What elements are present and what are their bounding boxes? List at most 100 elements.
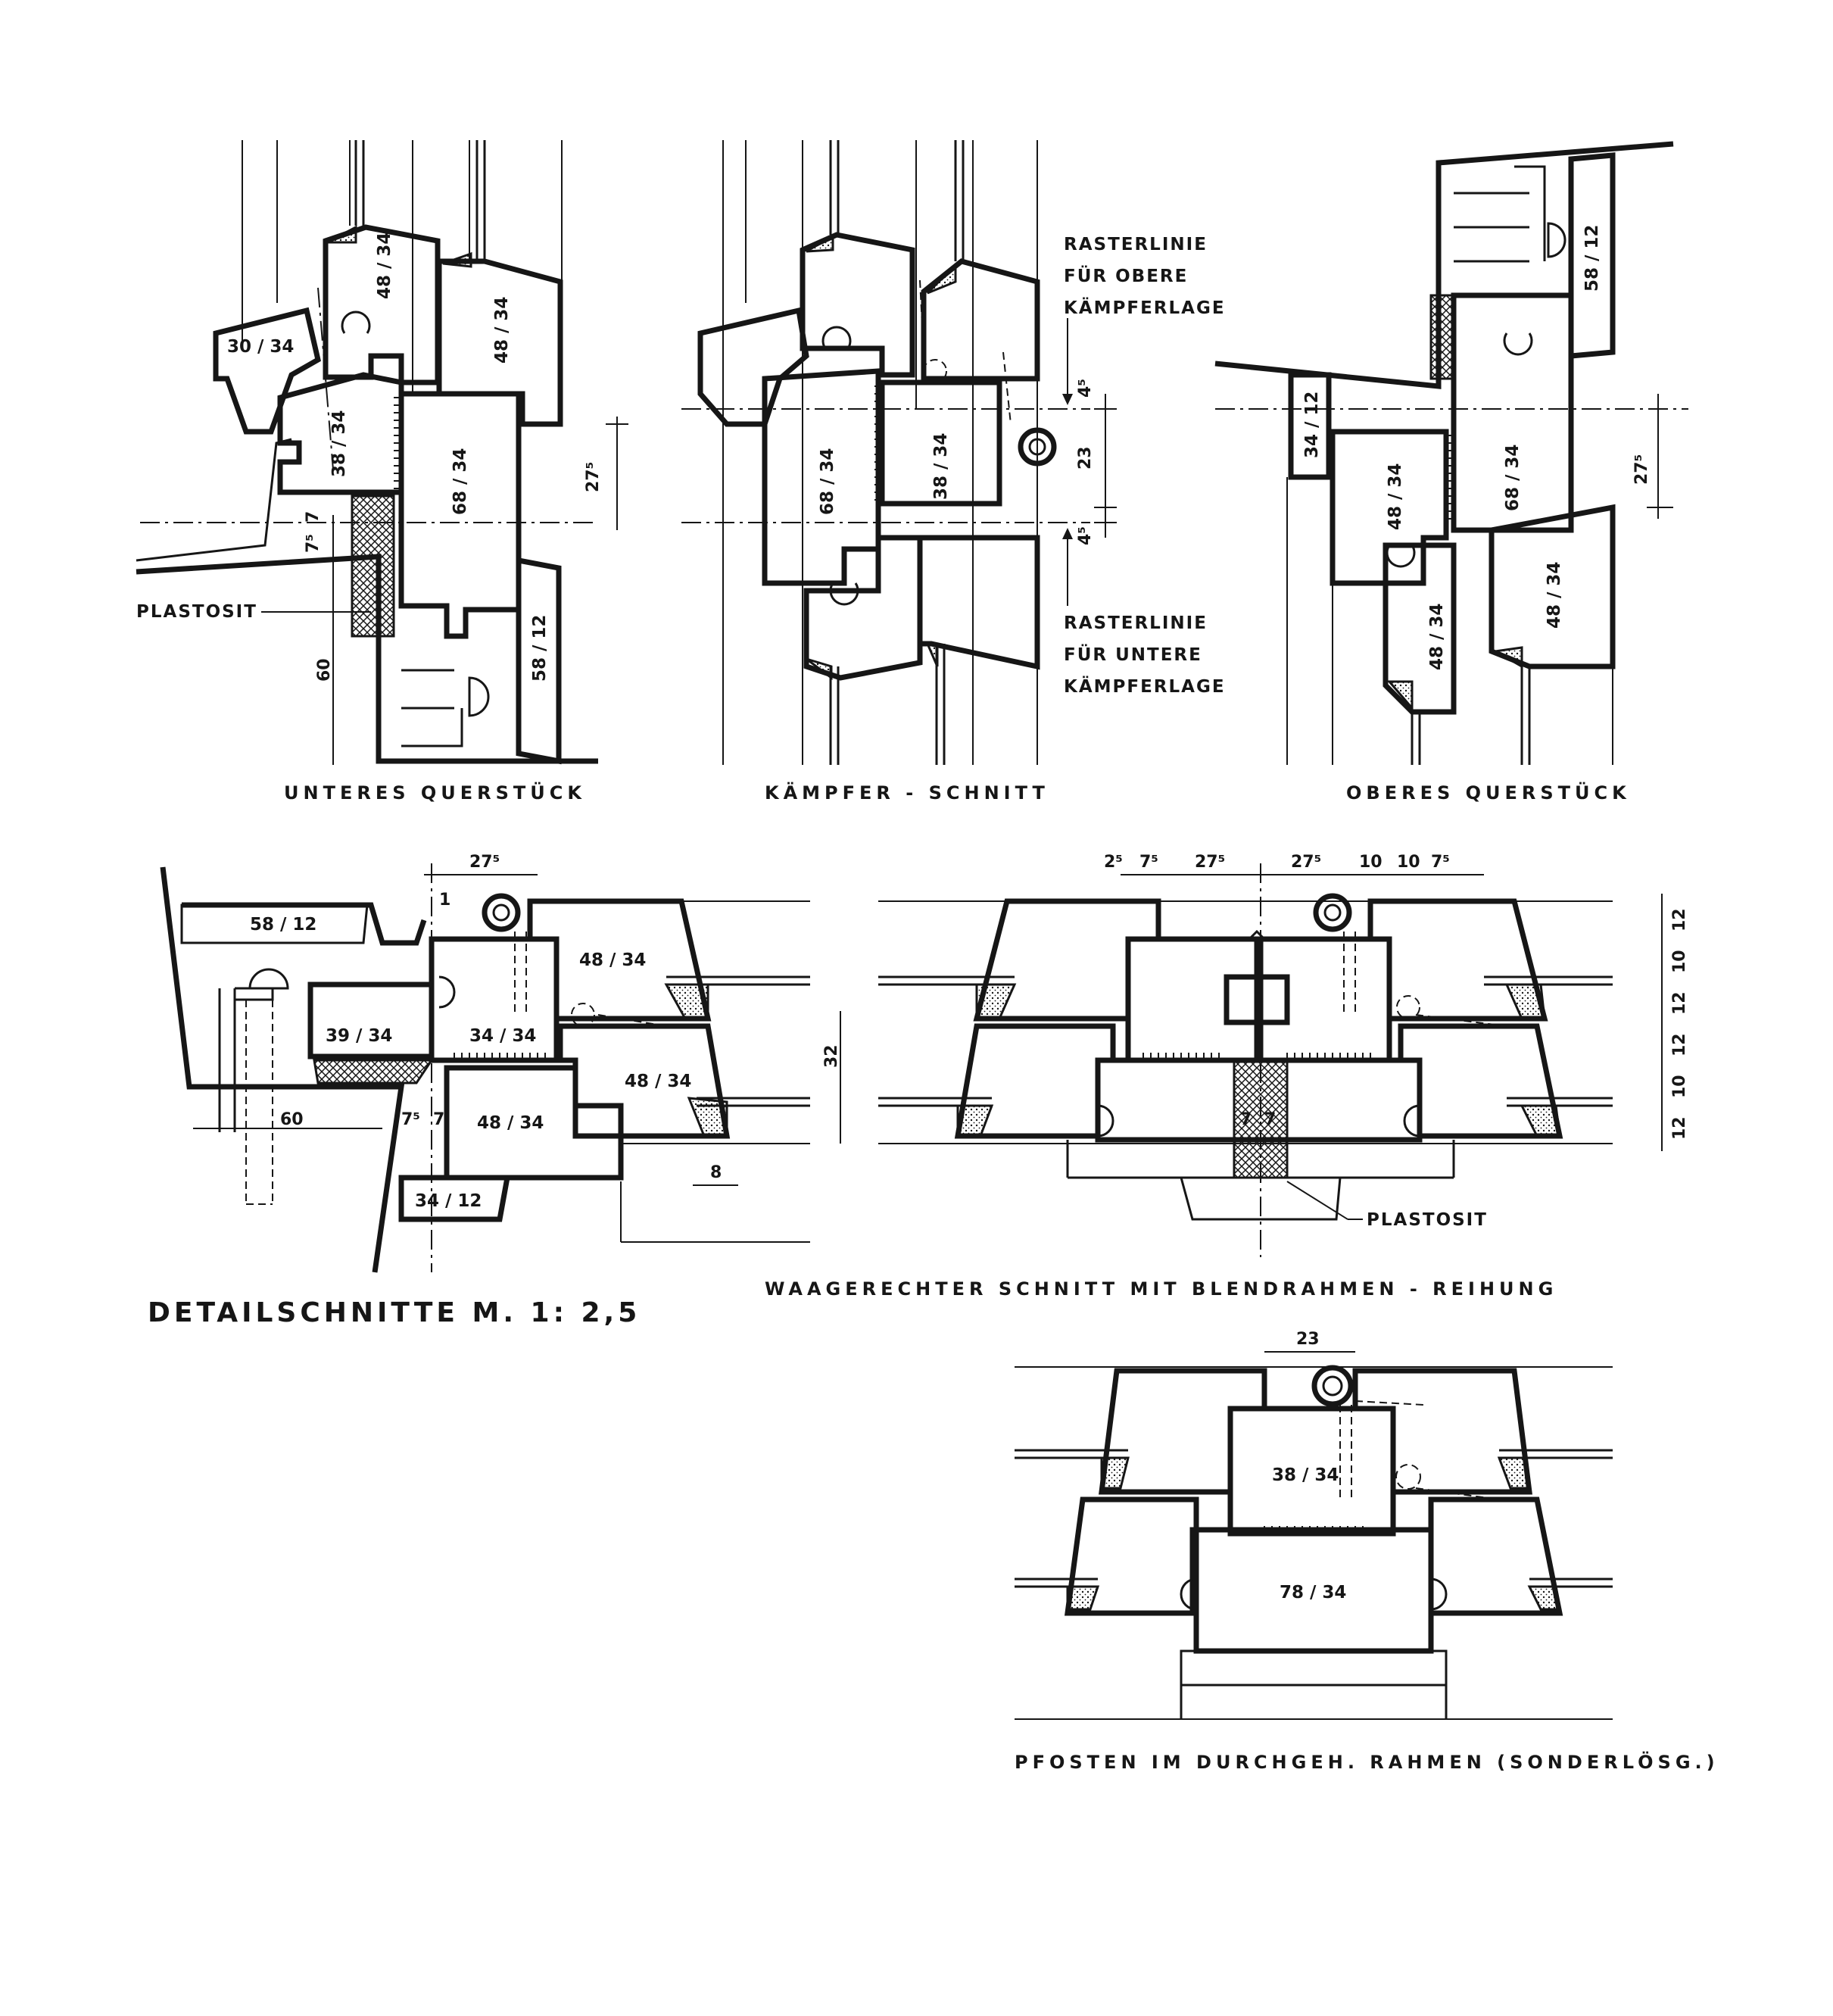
profile-68-34-o: [1451, 292, 1574, 533]
profile-68-34: [398, 391, 522, 639]
label-34-34: 34 / 34: [469, 1026, 536, 1046]
pfosten-sash-right-b: [1428, 1496, 1563, 1616]
dim-27-5: 27⁵: [584, 462, 603, 492]
profile-lower-sash: [803, 535, 923, 681]
dims-unteres: 27⁵ 7⁵ 7 60: [304, 417, 628, 765]
section-pfosten: 23 38 / 34 78 / 34 PFOSTEN IM DURCHGEH. …: [1015, 1330, 1719, 1773]
section-kaempfer-schnitt: 4⁵ 23 4⁵ 68 / 34 38 / 34 RASTERLINIE FÜR…: [681, 140, 1226, 804]
dim-right-4: 10: [1670, 1075, 1689, 1098]
profile-lower-frame: [376, 606, 598, 764]
profile-30-34: [213, 307, 321, 435]
label-48-34-o-c: 48 / 34: [1545, 562, 1564, 629]
dims-seitlich: 27⁵ 1 60 7⁵ 7 32 8: [193, 853, 841, 1186]
groove-a: [341, 311, 371, 334]
dims-waagerecht-top: 2⁵ 7⁵ 27⁵ 27⁵ 10 10 7⁵: [1104, 853, 1484, 875]
dim-7: 7: [304, 511, 323, 523]
label-rasterlinie-oben: RASTERLINIE: [1064, 235, 1208, 254]
dim-mid-1: 7: [1264, 1110, 1276, 1129]
label-rasterlinie-unten: RASTERLINIE: [1064, 613, 1208, 633]
pfosten-sash-left-b: [1065, 1496, 1199, 1616]
dim-60-s: 60: [280, 1110, 304, 1129]
label-plastosit-w: PLASTOSIT: [1367, 1210, 1488, 1230]
section-waagerecht: 2⁵ 7⁵ 27⁵ 27⁵ 10 10 7⁵ 12 10 12 12 10 12…: [765, 853, 1689, 1300]
waag-sash-right-a: [1367, 898, 1548, 1022]
page-title: DETAILSCHNITTE M. 1: 2,5: [148, 1297, 641, 1328]
dim-right-5: 12: [1670, 1116, 1689, 1140]
glazing-bead-b: [442, 251, 472, 268]
waag-frame-right: [1258, 936, 1392, 1063]
profile-38-34: [277, 372, 404, 495]
dim-mid-0: 7: [1240, 1110, 1252, 1129]
waag-lower-frame: [1095, 1057, 1423, 1143]
label-38-34: 38 / 34: [329, 410, 349, 477]
label-58-12-s: 58 / 12: [250, 915, 316, 935]
dim-23: 23: [1076, 446, 1095, 470]
dim-top-5: 10: [1397, 853, 1420, 872]
caption-waagerecht: WAAGERECHTER SCHNITT MIT BLENDRAHMEN - R…: [765, 1278, 1557, 1300]
label-48-34-s-c: 48 / 34: [477, 1113, 544, 1133]
waag-frame-left: [1125, 936, 1260, 1063]
dim-right-2: 12: [1670, 991, 1689, 1015]
dim-top-4: 10: [1359, 853, 1383, 872]
label-68-34-o: 68 / 34: [1503, 445, 1523, 511]
dim-top-1: 7⁵: [1139, 853, 1158, 872]
caption-pfosten: PFOSTEN IM DURCHGEH. RAHMEN (SONDERLÖSG.…: [1015, 1750, 1719, 1773]
label-78-34-p: 78 / 34: [1280, 1583, 1346, 1603]
dim-32-s: 32: [822, 1044, 841, 1068]
dim-27-5-s: 27⁵: [469, 853, 500, 872]
screw-anchor-o: [1454, 165, 1546, 263]
dim-27-5-o: 27⁵: [1632, 454, 1651, 485]
profile-48-34-o-c: [1489, 504, 1616, 669]
dims-kaempfer: 4⁵ 23 4⁵: [1062, 318, 1117, 606]
profile-upper-sash: [800, 232, 915, 378]
label-kaempferlage-oben: KÄMPFERLAGE: [1064, 297, 1226, 318]
profile-lower-sash-b: [917, 535, 1040, 670]
label-34-12: 34 / 12: [1302, 392, 1322, 458]
hinge-p: [1311, 1365, 1354, 1407]
profile-58-12-o: [1568, 152, 1616, 359]
label-48-34-o-b: 48 / 34: [1427, 604, 1447, 670]
label-48-34-b: 48 / 34: [492, 297, 512, 364]
dim-right-1: 10: [1670, 950, 1689, 973]
pfosten-sash-left-a: [1099, 1368, 1267, 1495]
profile-38-34-k: [879, 379, 1002, 507]
profile-68-34-k: [762, 368, 881, 586]
glass-lines-o: [1286, 477, 1613, 765]
section-seitlich: 27⁵ 1 60 7⁵ 7 32 8 58 / 12 48 / 34 39 / …: [148, 853, 841, 1328]
glazing-bead-a: [326, 225, 357, 244]
dim-23-p: 23: [1296, 1330, 1320, 1349]
caption-kaempfer: KÄMPFER - SCHNITT: [765, 782, 1049, 804]
dim-60: 60: [315, 658, 334, 682]
hinge-s: [482, 893, 521, 932]
dim-top-2: 27⁵: [1195, 853, 1225, 872]
label-68-34-k: 68 / 34: [818, 448, 837, 515]
profile-58-12-s: [182, 902, 427, 946]
dim-right-0: 12: [1670, 908, 1689, 932]
label-38-34-k: 38 / 34: [931, 433, 951, 500]
dims-waagerecht-right: 12 10 12 12 10 12: [1661, 894, 1689, 1151]
label-kaempferlage-unten: KÄMPFERLAGE: [1064, 676, 1226, 697]
label-58-12: 58 / 12: [530, 615, 550, 682]
profile-48-34-s-b: [557, 1023, 731, 1139]
label-30-34: 30 / 34: [227, 337, 294, 357]
caption-oberes: OBERES QUERSTÜCK: [1346, 781, 1631, 804]
hinge-k: [1018, 427, 1057, 467]
section-oberes-querstueck: 27⁵ 58 / 12 34 / 12 48 / 34 68 / 34 48 /…: [1214, 141, 1688, 804]
plastosit-seal: [351, 495, 395, 638]
sill: [136, 554, 382, 606]
dim-1-s: 1: [439, 891, 450, 910]
dim-top-6: 7⁵: [1431, 853, 1450, 872]
caption-unteres: UNTERES QUERSTÜCK: [284, 781, 586, 804]
label-39-34: 39 / 34: [326, 1026, 392, 1046]
profile-34-12-s: [398, 1175, 511, 1222]
label-48-34-o-a: 48 / 34: [1386, 463, 1405, 530]
label-48-34-a: 48 / 34: [375, 232, 394, 299]
pfosten-38-34: [1227, 1406, 1396, 1537]
label-48-34-s-a: 48 / 34: [579, 950, 646, 970]
dim-4-5-top: 4⁵: [1076, 379, 1095, 398]
dims-pfosten: 23: [1264, 1330, 1355, 1353]
dim-top-0: 2⁵: [1104, 853, 1123, 872]
profile-48-34-o-b: [1383, 542, 1457, 715]
label-48-34-s-b: 48 / 34: [625, 1072, 691, 1091]
